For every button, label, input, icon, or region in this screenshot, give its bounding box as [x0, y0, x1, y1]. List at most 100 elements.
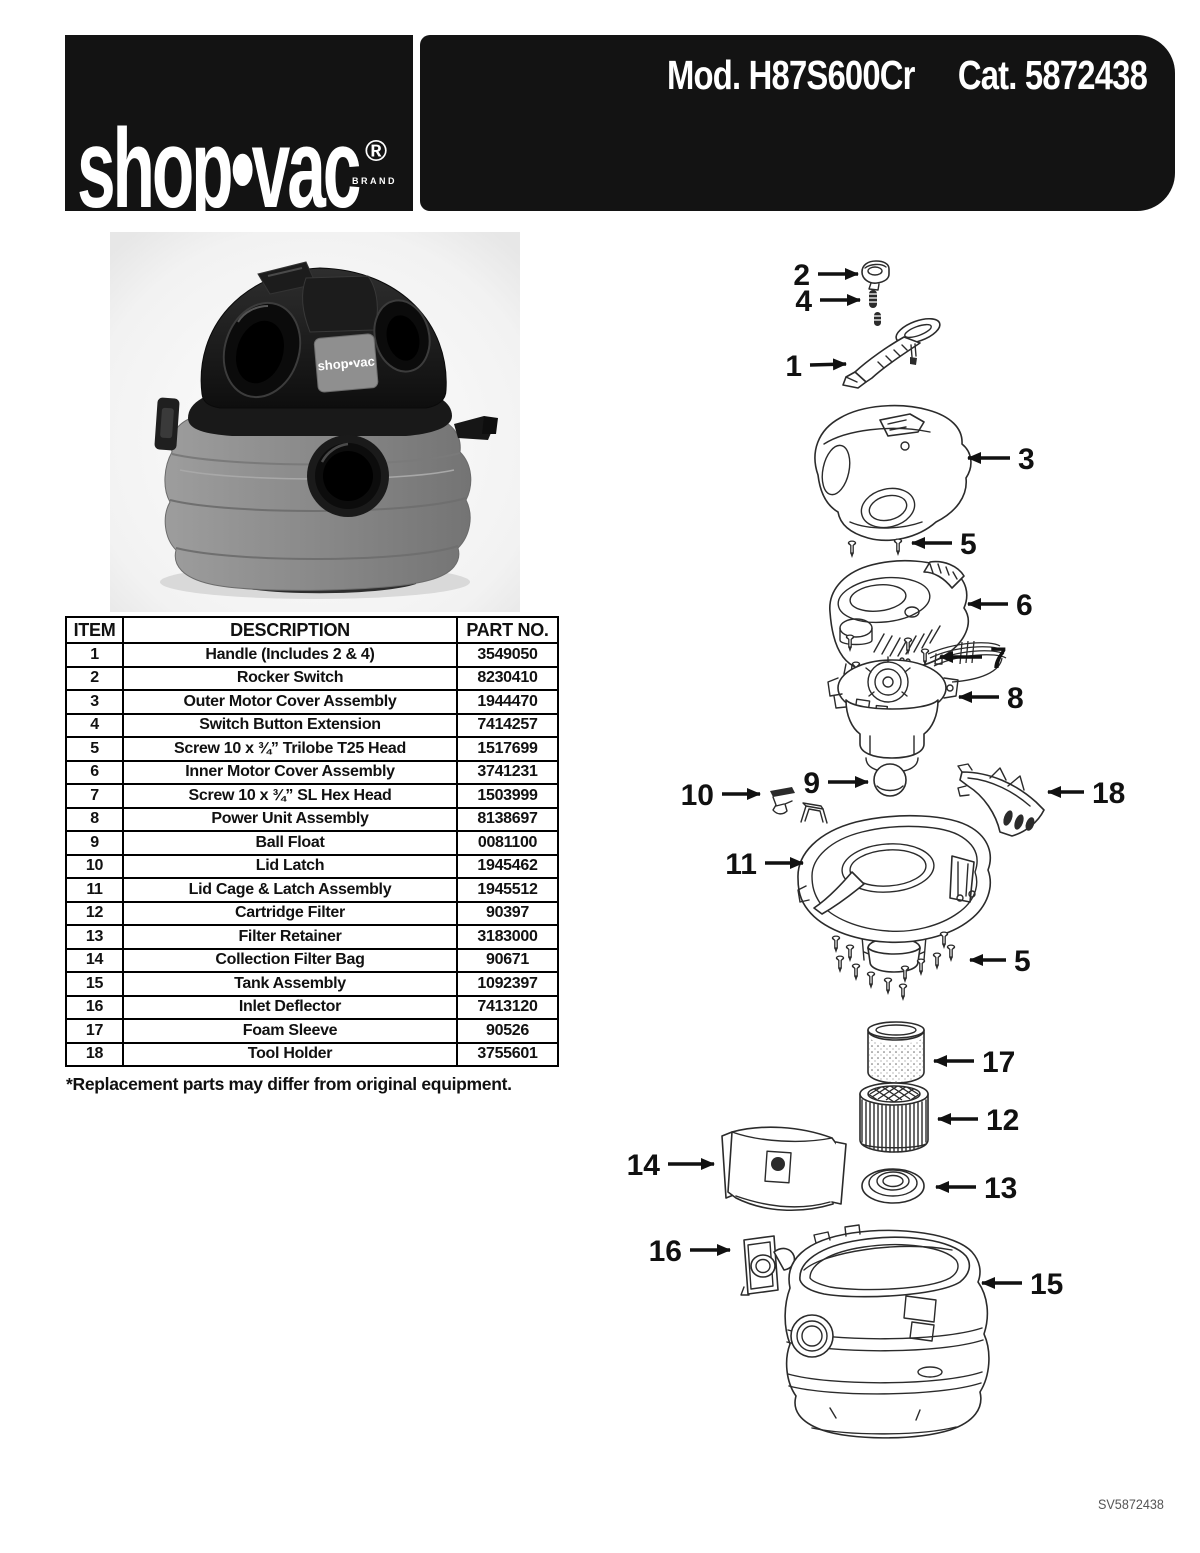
cell-part-no: 1092397 — [456, 971, 559, 997]
catalog-number: Cat. 5872438 — [957, 52, 1148, 98]
cell-part-no: 3549050 — [456, 642, 559, 668]
callout-number-16-17: 16 — [649, 1235, 682, 1268]
cell-description: Lid Latch — [122, 853, 458, 879]
cell-item: 2 — [65, 665, 124, 691]
cell-item: 11 — [65, 877, 124, 903]
part-lid-latch — [770, 787, 828, 824]
cell-description: Tank Assembly — [122, 971, 458, 997]
cell-item: 4 — [65, 712, 124, 738]
cell-description: Handle (Includes 2 & 4) — [122, 642, 458, 668]
cell-description: Lid Cage & Latch Assembly — [122, 877, 458, 903]
callout-number-4-1: 4 — [795, 285, 812, 318]
brand-logo: shop•vac ® BRAND — [65, 35, 413, 211]
cell-item: 7 — [65, 783, 124, 809]
cell-description: Screw 10 x ¾” SL Hex Head — [122, 783, 458, 809]
cell-part-no: 1517699 — [456, 736, 559, 762]
cell-item: 6 — [65, 759, 124, 785]
cell-item: 1 — [65, 642, 124, 668]
part-cartridge-filter — [859, 1082, 929, 1153]
callout-number-5-12: 5 — [1014, 945, 1031, 978]
model-bar: Mod. H87S600Cr Cat. 5872438 — [420, 35, 1175, 211]
cell-description: Screw 10 x ¾” Trilobe T25 Head — [122, 736, 458, 762]
cell-part-no: 7413120 — [456, 994, 559, 1020]
cell-description: Collection Filter Bag — [122, 947, 458, 973]
cell-item: 15 — [65, 971, 124, 997]
part-collection-filter-bag — [721, 1126, 847, 1211]
cell-description: Cartridge Filter — [122, 900, 458, 926]
callout-number-3-3: 3 — [1018, 443, 1035, 476]
cell-description: Inner Motor Cover Assembly — [122, 759, 458, 785]
callout-number-8-7: 8 — [1007, 682, 1024, 715]
cell-description: Foam Sleeve — [122, 1018, 458, 1044]
cell-description: Switch Button Extension — [122, 712, 458, 738]
cell-item: 18 — [65, 1041, 124, 1067]
cell-part-no: 3183000 — [456, 924, 559, 950]
cell-description: Outer Motor Cover Assembly — [122, 689, 458, 715]
callout-number-7-6: 7 — [990, 642, 1007, 675]
model-number: Mod. H87S600Cr — [666, 52, 915, 98]
callout-number-1-2: 1 — [785, 350, 802, 383]
part-tool-holder — [957, 763, 1045, 837]
cell-part-no: 7414257 — [456, 712, 559, 738]
cell-part-no: 1945462 — [456, 853, 559, 879]
cell-description: Inlet Deflector — [122, 994, 458, 1020]
part-screws-trilobe — [847, 538, 903, 558]
cell-description: Filter Retainer — [122, 924, 458, 950]
callout-number-9-8: 9 — [803, 767, 820, 800]
cell-description: Power Unit Assembly — [122, 806, 458, 832]
callout-number-10-9: 10 — [681, 779, 714, 812]
cell-part-no: 3741231 — [456, 759, 559, 785]
part-inlet-deflector — [740, 1235, 796, 1296]
model-bar-text: Mod. H87S600Cr Cat. 5872438 — [666, 52, 1148, 99]
cell-part-no: 1503999 — [456, 783, 559, 809]
callout-arrow-1-2 — [809, 358, 847, 371]
brand-word: BRAND — [352, 176, 397, 186]
doc-code: SV5872438 — [1098, 1496, 1164, 1512]
callout-number-6-5: 6 — [1016, 589, 1033, 622]
cell-part-no: 3755601 — [456, 1041, 559, 1067]
part-lid-cage — [797, 814, 992, 973]
cell-item: 3 — [65, 689, 124, 715]
cell-part-no: 90671 — [456, 947, 559, 973]
registered-trademark-icon: ® — [365, 135, 388, 168]
cell-description: Ball Float — [122, 830, 458, 856]
cell-part-no: 90397 — [456, 900, 559, 926]
part-outer-motor-cover — [814, 404, 972, 542]
column-header-part-no-: PART NO. — [456, 616, 559, 644]
cell-part-no: 90526 — [456, 1018, 559, 1044]
callout-number-14-15: 14 — [627, 1149, 661, 1182]
cell-item: 5 — [65, 736, 124, 762]
brand-logo-text: shop•vac — [77, 106, 361, 212]
photo-brand-label: shop•vac — [317, 354, 375, 374]
callout-number-15-18: 15 — [1030, 1268, 1063, 1301]
callout-number-17-13: 17 — [982, 1046, 1015, 1079]
cell-description: Tool Holder — [122, 1041, 458, 1067]
callout-number-13-16: 13 — [984, 1172, 1017, 1205]
cell-item: 10 — [65, 853, 124, 879]
cell-item: 16 — [65, 994, 124, 1020]
column-header-description: DESCRIPTION — [122, 616, 458, 644]
